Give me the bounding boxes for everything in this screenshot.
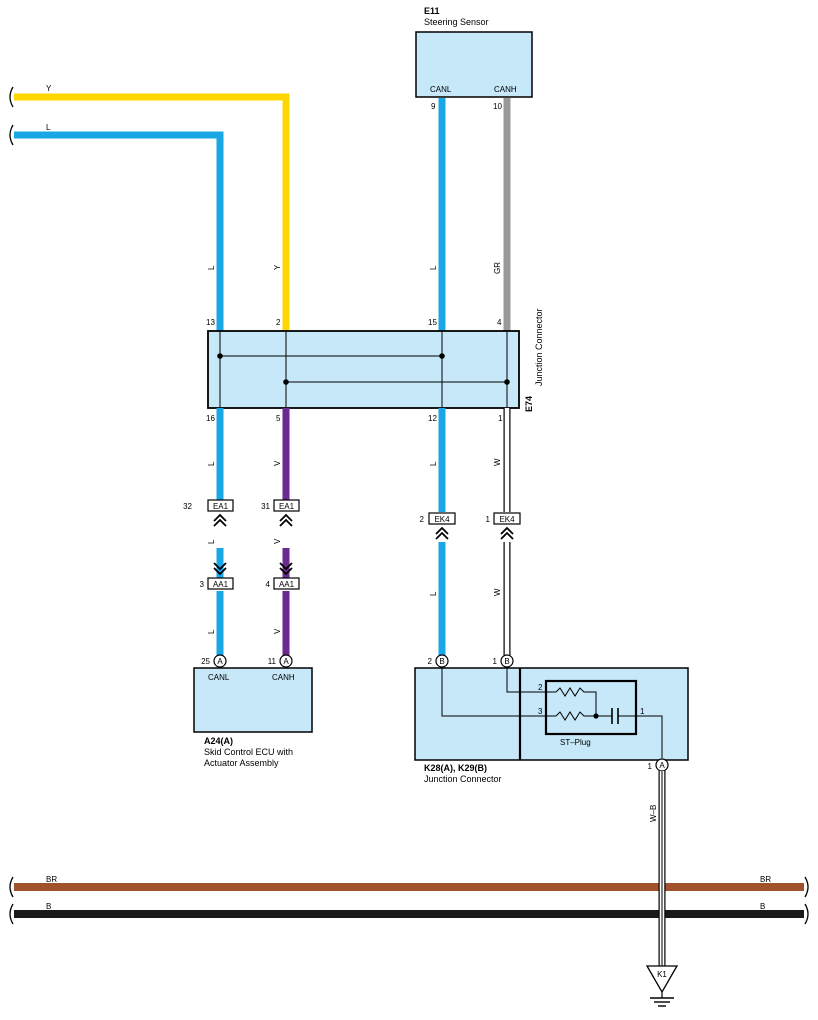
wire-y-incoming <box>9 86 290 332</box>
st-plug-pin2: 2 <box>538 683 543 692</box>
k28-conn-b-1: B <box>439 657 444 666</box>
e74-pin13: 13 <box>206 318 215 327</box>
wire-label-v-2: V <box>273 538 282 544</box>
wire-label-l-7: L <box>429 591 438 596</box>
st-plug-internal-wiring <box>441 667 663 758</box>
wire-label-w-1: W <box>493 458 502 466</box>
ek4-right-code: EK4 <box>499 515 515 524</box>
e74-name: Junction Connector <box>534 308 544 386</box>
e74-splice-dots <box>217 353 510 385</box>
k28-conn-b-2: B <box>504 657 509 666</box>
skid-ecu-code: A24(A) <box>204 736 233 746</box>
aa1-left-code: AA1 <box>213 580 229 589</box>
st-plug-box <box>544 679 638 736</box>
connector-aa1-left: 3 AA1 <box>200 577 234 590</box>
wire-label-wb: W–B <box>649 805 658 822</box>
ea1-right-code: EA1 <box>279 502 295 511</box>
connector-aa1-right: 4 AA1 <box>266 577 300 590</box>
aa1-left-terminal <box>213 562 227 576</box>
ea1-right-pin: 31 <box>261 502 270 511</box>
k28-name: Junction Connector <box>424 774 502 784</box>
ground-k1 <box>645 965 679 1007</box>
wire-label-v-1: V <box>273 460 282 466</box>
wire-label-br-left: BR <box>46 875 57 884</box>
e74-pin4: 4 <box>497 318 502 327</box>
k28-ground-pin: 1 <box>648 762 653 771</box>
connector-ek4-left: 2 EK4 <box>420 512 456 540</box>
steering-sensor-pin-canh: CANH <box>494 85 517 94</box>
e74-pin1: 1 <box>498 414 503 423</box>
steering-sensor-pin-canl: CANL <box>430 85 452 94</box>
wire-label-v-3: V <box>273 628 282 634</box>
wire-l-incoming <box>9 124 224 332</box>
wire-label-y-top: Y <box>46 84 52 93</box>
wire-label-l-top: L <box>46 123 51 132</box>
wire-b-bus <box>9 903 809 925</box>
k28-pin-circles: B B <box>435 654 514 668</box>
steering-sensor-box <box>415 31 533 98</box>
ek4-right-pin: 1 <box>486 515 491 524</box>
k28-pin1: 1 <box>493 657 498 666</box>
wire-label-b-right: B <box>760 902 765 911</box>
ek4-left-code: EK4 <box>434 515 450 524</box>
st-plug-label: ST–Plug <box>560 738 591 747</box>
st-plug-pin1: 1 <box>640 707 645 716</box>
st-plug-pin3: 3 <box>538 707 543 716</box>
e74-pin16: 16 <box>206 414 215 423</box>
wire-label-l-1: L <box>207 265 216 270</box>
e74-pin15: 15 <box>428 318 437 327</box>
skid-ecu-box <box>193 667 313 733</box>
wire-label-l-4: L <box>429 461 438 466</box>
skid-ecu-pin-canl: CANL <box>208 673 230 682</box>
k28-junction-box <box>414 667 689 761</box>
skid-ecu-pin-circles: A A <box>213 654 293 668</box>
ground-k1-code: K1 <box>657 970 667 979</box>
wire-label-gr: GR <box>493 262 502 274</box>
ek4-left-pin: 2 <box>420 515 425 524</box>
wire-label-l-5: L <box>207 539 216 544</box>
aa1-right-pin: 4 <box>266 580 271 589</box>
skid-ecu-name-1: Skid Control ECU with <box>204 747 293 757</box>
connector-ea1-right: 31 EA1 <box>261 499 300 527</box>
k28-ground-conn: A <box>659 761 665 770</box>
wire-label-l-3: L <box>207 461 216 466</box>
e74-pin5: 5 <box>276 414 281 423</box>
k28-pin2: 2 <box>428 657 433 666</box>
ea1-left-pin: 32 <box>183 502 192 511</box>
aa1-right-terminal <box>279 562 293 576</box>
ea1-left-code: EA1 <box>213 502 229 511</box>
e74-pin12: 12 <box>428 414 437 423</box>
connector-ek4-right: 1 EK4 <box>486 512 521 540</box>
skid-ecu-conn-a-2: A <box>283 657 289 666</box>
steering-sensor-pin9: 9 <box>431 102 436 111</box>
wire-label-l-6: L <box>207 629 216 634</box>
steering-sensor-pin10: 10 <box>493 102 502 111</box>
wire-label-b-left: B <box>46 902 51 911</box>
skid-ecu-conn-a-1: A <box>217 657 223 666</box>
e74-internal-wiring <box>219 332 508 407</box>
k28-code: K28(A), K29(B) <box>424 763 487 773</box>
e74-junction-box <box>207 330 520 409</box>
wire-label-w-2: W <box>493 588 502 596</box>
wire-br-bus <box>9 876 809 898</box>
e74-pin2: 2 <box>276 318 281 327</box>
skid-ecu-pin25: 25 <box>201 657 210 666</box>
connector-ea1-left: 32 EA1 <box>183 499 234 527</box>
wire-label-y-1: Y <box>273 264 282 270</box>
skid-ecu-pin11: 11 <box>268 657 277 666</box>
skid-ecu-name-2: Actuator Assembly <box>204 758 279 768</box>
skid-ecu-pin-canh: CANH <box>272 673 295 682</box>
aa1-right-code: AA1 <box>279 580 295 589</box>
aa1-left-pin: 3 <box>200 580 205 589</box>
e74-code: E74 <box>524 396 534 412</box>
wire-label-br-right: BR <box>760 875 771 884</box>
st-plug-splice-dot <box>593 713 599 719</box>
wire-label-l-2: L <box>429 265 438 270</box>
steering-sensor-code: E11 <box>424 6 440 16</box>
steering-sensor-name: Steering Sensor <box>424 17 489 27</box>
